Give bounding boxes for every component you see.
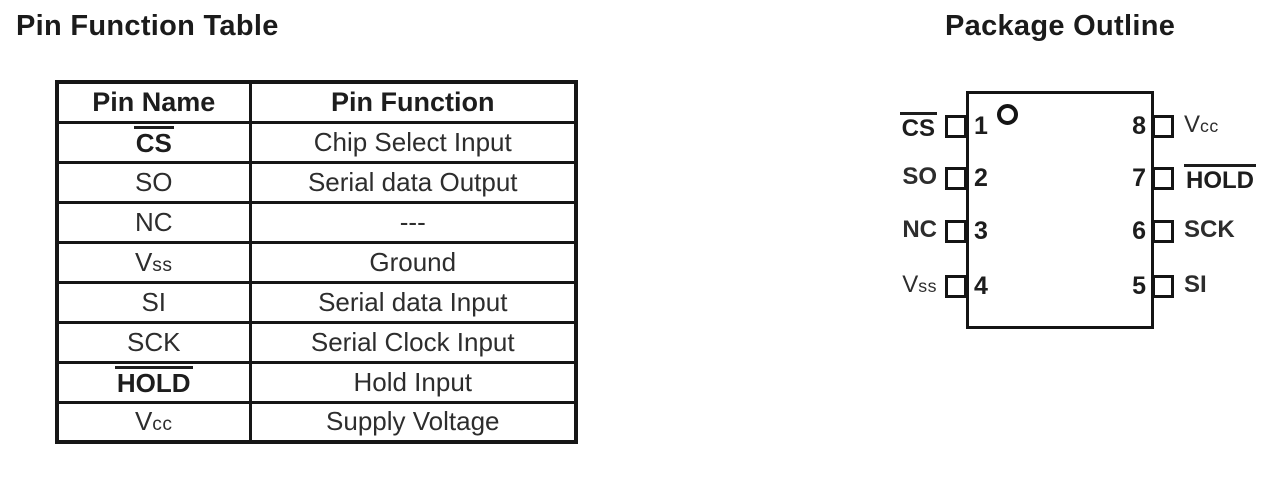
table-header-row: Pin Name Pin Function (55, 80, 578, 124)
pin-label: CS (812, 112, 937, 142)
pin-function-table-title: Pin Function Table (16, 10, 279, 42)
pin-function-cell: --- (248, 200, 578, 244)
pin-number: 2 (974, 164, 988, 192)
pin-number: 1 (974, 112, 988, 140)
pin-number: 7 (1132, 164, 1146, 192)
pin-label: SI (1184, 271, 1207, 298)
pin-label: NC (902, 216, 937, 243)
pin-name-cell: Vcc (55, 400, 252, 444)
pin-number: 5 (1132, 272, 1146, 300)
pin-function-cell: Serial data Input (248, 280, 578, 324)
chip-body (966, 91, 1154, 329)
package-outline-title: Package Outline (945, 10, 1176, 42)
pin-name-cell: NC (55, 200, 252, 244)
pin-lead (1152, 220, 1174, 243)
pin-number: 3 (974, 217, 988, 245)
pin-label: SCK (1184, 216, 1235, 243)
pin-name-cell: CS (55, 120, 252, 164)
pin-lead (945, 275, 967, 298)
pin-name-cell: SO (55, 160, 252, 204)
pin-name-cell: SI (55, 280, 252, 324)
pin-lead (945, 167, 967, 190)
column-header-pin-function: Pin Function (248, 80, 578, 124)
pin-function-cell: Serial Clock Input (248, 320, 578, 364)
pin-function-cell: Serial data Output (248, 160, 578, 204)
pin-label: Vcc (1184, 111, 1219, 138)
pin-function-cell: Supply Voltage (248, 400, 578, 444)
pin-lead (1152, 167, 1174, 190)
pin-lead (1152, 115, 1174, 138)
pin-lead (1152, 275, 1174, 298)
pin-function-cell: Chip Select Input (248, 120, 578, 164)
pin-label: SO (902, 163, 937, 190)
pin-name-cell: Vss (55, 240, 252, 284)
pin-lead (945, 115, 967, 138)
pin-label: Vss (902, 271, 937, 298)
pin-label: HOLD (1184, 164, 1274, 194)
column-header-pin-name: Pin Name (55, 80, 252, 124)
table-row: NC--- (55, 200, 578, 244)
pin-function-cell: Ground (248, 240, 578, 284)
pin-lead (945, 220, 967, 243)
pin1-indicator-icon (997, 104, 1018, 125)
pin-number: 6 (1132, 217, 1146, 245)
pin-number: 4 (974, 272, 988, 300)
pin-function-cell: Hold Input (248, 360, 578, 404)
pin-number: 8 (1132, 112, 1146, 140)
pin-name-cell: HOLD (55, 360, 252, 404)
pin-name-cell: SCK (55, 320, 252, 364)
